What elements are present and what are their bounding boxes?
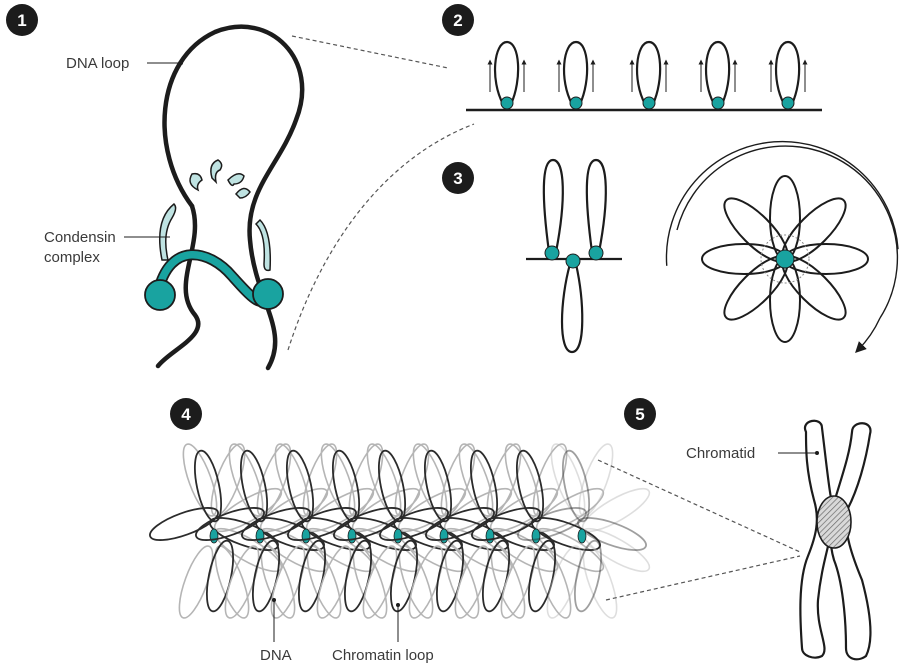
panel-2-loop-array <box>466 42 822 110</box>
condensin-core <box>440 529 448 543</box>
step-number: 2 <box>453 11 462 30</box>
connector-dashed <box>288 124 474 350</box>
step-number: 4 <box>181 405 191 424</box>
loop-unit <box>632 42 666 109</box>
condensin-core <box>486 529 494 543</box>
step-badge-2: 2 <box>442 4 474 36</box>
step-badge-4: 4 <box>170 398 202 430</box>
step-number: 5 <box>635 405 644 424</box>
step-number: 1 <box>17 11 26 30</box>
condensin-core <box>578 529 586 543</box>
loop-unit <box>559 42 593 109</box>
condensin-head-right <box>253 279 283 309</box>
panel-3-rosette <box>649 99 901 362</box>
step-number: 3 <box>453 169 462 188</box>
panel-3-nested-loops <box>526 160 622 352</box>
connector-dashed <box>606 556 800 600</box>
condensin-hub <box>776 250 794 268</box>
panel-1-dna-loop: DNA loop Condensin complex <box>44 27 302 368</box>
connector-dashed <box>292 36 448 68</box>
condensin-node <box>566 254 580 268</box>
condensin-node <box>589 246 603 260</box>
step-badge-5: 5 <box>624 398 656 430</box>
condensin-core <box>394 529 402 543</box>
dna-loop-label: DNA loop <box>66 55 129 72</box>
condensin-label: Condensin <box>44 229 116 246</box>
chromatid-label: Chromatid <box>686 445 755 462</box>
condensin-head-left <box>145 280 175 310</box>
condensin-label-line2: complex <box>44 249 100 266</box>
condensin-core <box>210 529 218 543</box>
loop-unit <box>490 42 524 109</box>
chromatin-loop-label: Chromatin loop <box>332 647 434 664</box>
loop-unit <box>701 42 735 109</box>
panel-5-chromosome: Chromatid <box>686 421 870 660</box>
panel-4-chromatin-array <box>146 441 654 622</box>
step-badge-3: 3 <box>442 162 474 194</box>
dna-label: DNA <box>260 647 292 664</box>
connector-dashed <box>598 460 800 552</box>
condensin-node <box>545 246 559 260</box>
step-badge-1: 1 <box>6 4 38 36</box>
condensin-core <box>302 529 310 543</box>
condensin-core <box>348 529 356 543</box>
centromere <box>817 496 851 548</box>
dna-loop-strand <box>165 27 303 368</box>
condensin-core <box>256 529 264 543</box>
condensin-core <box>532 529 540 543</box>
loop-unit <box>771 42 805 109</box>
